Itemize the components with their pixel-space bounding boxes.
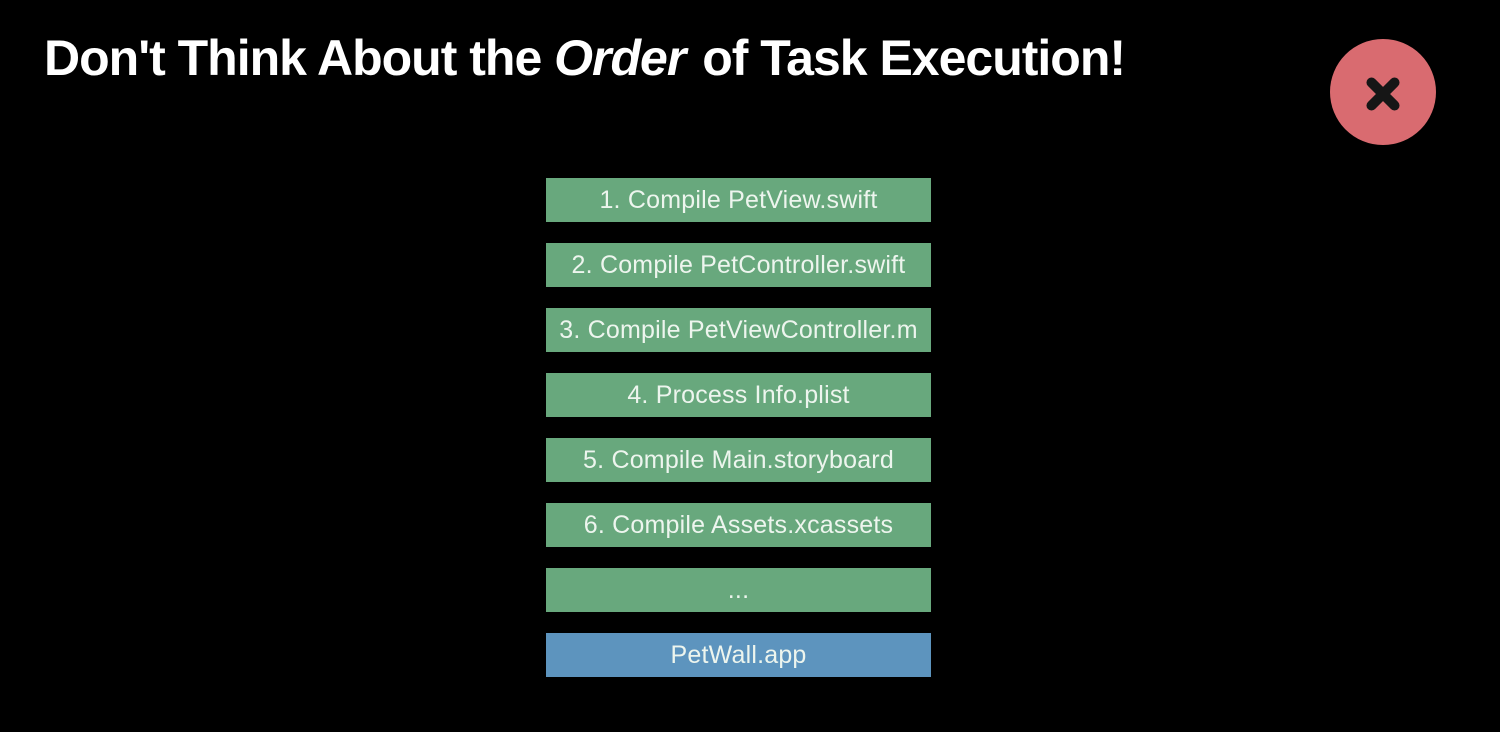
page-title: Don't Think About the Order of Task Exec… [44,27,1126,90]
title-segment-order-italic: Order [554,30,686,86]
task-bar: 4. Process Info.plist [546,373,931,417]
app-output-bar: PetWall.app [546,633,931,677]
title-segment-post: of Task Execution! [689,30,1126,86]
close-button[interactable] [1330,39,1436,145]
task-bar-ellipsis: ... [546,568,931,612]
task-bar: 6. Compile Assets.xcassets [546,503,931,547]
task-bar: 5. Compile Main.storyboard [546,438,931,482]
task-bar: 3. Compile PetViewController.m [546,308,931,352]
task-bar: 1. Compile PetView.swift [546,178,931,222]
title-segment-pre: Don't Think About the [44,30,555,86]
task-stack: 1. Compile PetView.swift 2. Compile PetC… [546,178,931,677]
x-icon [1360,70,1406,118]
task-bar: 2. Compile PetController.swift [546,243,931,287]
